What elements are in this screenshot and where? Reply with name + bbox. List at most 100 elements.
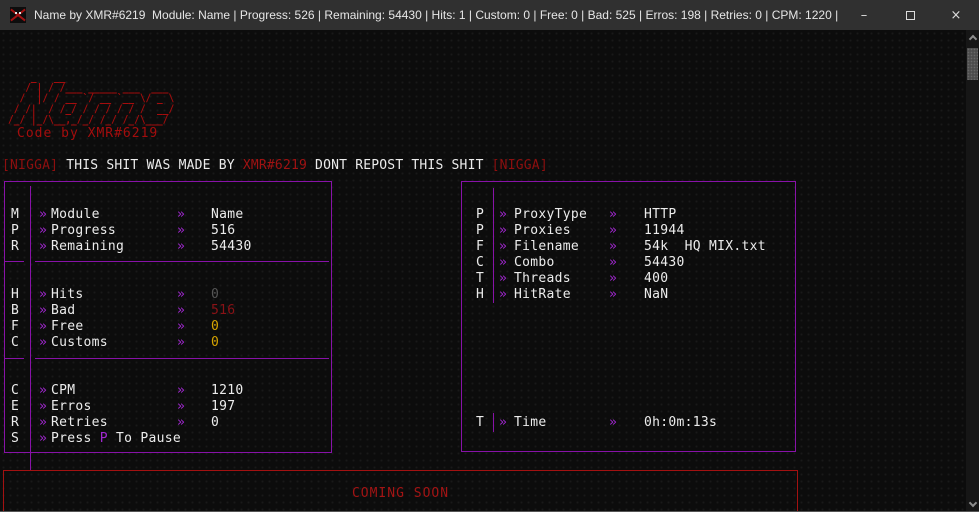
row-label: Erros: [51, 399, 92, 414]
config-row-threads: T » Threads » 400: [462, 271, 795, 287]
row-letter: C: [11, 335, 20, 350]
close-button[interactable]: ×: [933, 0, 979, 30]
scrollbar-thumb[interactable]: [967, 48, 978, 80]
left-panel-divider: [30, 186, 31, 470]
row-label: Retries: [51, 415, 108, 430]
stat-row-remaining: R » Remaining » 54430: [5, 239, 331, 255]
chevron-down-icon: [968, 498, 977, 508]
row-value: 1210: [211, 383, 244, 398]
row-letter: H: [11, 287, 20, 302]
row-label: Customs: [51, 335, 108, 350]
banner-text-2: DONT REPOST THIS SHIT: [307, 158, 492, 173]
row-label: Module: [51, 207, 100, 222]
chevron-icon: »: [39, 399, 48, 414]
console-body: _ __ / | / /___ _____ ___ ___ / |/ / __ …: [0, 30, 979, 511]
chevron-icon: »: [499, 223, 508, 238]
chevron-icon: »: [499, 415, 508, 430]
right-config-panel: P » ProxyType » HTTP P » Proxies » 11944…: [461, 181, 796, 452]
maximize-icon: [905, 10, 915, 20]
ascii-logo: _ __ / | / /___ _____ ___ ___ / |/ / __ …: [8, 71, 175, 126]
row-label: Remaining: [51, 239, 125, 254]
chevron-icon: »: [499, 271, 508, 286]
chevron-icon: »: [177, 335, 186, 350]
time-row: T » Time » 0h:0m:13s: [462, 415, 795, 431]
banner-line: [NIGGA] THIS SHIT WAS MADE BY XMR#6219 D…: [2, 158, 548, 173]
time-row-divider: [493, 413, 494, 432]
right-panel-divider: [493, 188, 494, 303]
separator: [35, 261, 329, 262]
stat-row-bad: B » Bad » 516: [5, 303, 331, 319]
row-letter: H: [476, 287, 485, 302]
chevron-up-icon: [968, 34, 977, 44]
row-letter: T: [476, 415, 485, 430]
chevron-icon: »: [177, 303, 186, 318]
config-row-filename: F » Filename » 54k HQ MIX.txt: [462, 239, 795, 255]
row-label: Proxies: [514, 223, 571, 238]
chevron-icon: »: [499, 287, 508, 302]
stat-row-hits: H » Hits » 0: [5, 287, 331, 303]
row-value: 11944: [644, 223, 685, 238]
row-label: Time: [514, 415, 547, 430]
scroll-up-button[interactable]: [966, 30, 979, 45]
row-letter: R: [11, 415, 20, 430]
row-letter: S: [11, 431, 20, 446]
row-value: 54430: [644, 255, 685, 270]
row-value: NaN: [644, 287, 669, 302]
chevron-icon: »: [609, 415, 618, 430]
row-letter: P: [11, 223, 20, 238]
stat-row-progress: P » Progress » 516: [5, 223, 331, 239]
row-label: ProxyType: [514, 207, 588, 222]
chevron-icon: »: [177, 415, 186, 430]
row-value: 54430: [211, 239, 252, 254]
chevron-icon: »: [499, 239, 508, 254]
pause-key: P: [99, 431, 108, 446]
pause-hint-row: S » Press P To Pause: [5, 431, 331, 447]
stat-row-free: F » Free » 0: [5, 319, 331, 335]
chevron-icon: »: [39, 335, 48, 350]
separator: [35, 358, 329, 359]
config-row-proxies: P » Proxies » 11944: [462, 223, 795, 239]
row-letter: C: [476, 255, 485, 270]
stat-row-cpm: C » CPM » 1210: [5, 383, 331, 399]
row-value: 0h:0m:13s: [644, 415, 718, 430]
banner-tag-right: [NIGGA]: [491, 158, 548, 173]
chevron-icon: »: [177, 319, 186, 334]
chevron-icon: »: [39, 431, 48, 446]
chevron-icon: »: [177, 383, 186, 398]
row-label: Combo: [514, 255, 555, 270]
vertical-scrollbar[interactable]: [966, 30, 979, 511]
chevron-icon: »: [39, 303, 48, 318]
chevron-icon: »: [39, 383, 48, 398]
row-label: Filename: [514, 239, 580, 254]
stat-row-customs: C » Customs » 0: [5, 335, 331, 351]
row-value: 0: [211, 415, 220, 430]
separator: [4, 358, 24, 359]
app-icon: [10, 7, 26, 23]
chevron-icon: »: [177, 207, 186, 222]
coming-soon-text: COMING SOON: [351, 486, 450, 501]
row-label: Bad: [51, 303, 76, 318]
minimize-icon: –: [860, 7, 868, 23]
minimize-button[interactable]: –: [841, 0, 887, 30]
config-row-proxytype: P » ProxyType » HTTP: [462, 207, 795, 223]
maximize-button[interactable]: [887, 0, 933, 30]
titlebar[interactable]: Name by XMR#6219 Module: Name | Progress…: [0, 0, 979, 30]
chevron-icon: »: [499, 255, 508, 270]
row-value: 516: [211, 223, 236, 238]
chevron-icon: »: [39, 239, 48, 254]
window-title: Name by XMR#6219 Module: Name | Progress…: [34, 8, 841, 22]
row-value: 54k HQ MIX.txt: [644, 239, 766, 254]
scroll-down-button[interactable]: [966, 497, 979, 511]
logo-subtitle: Code by XMR#6219: [17, 126, 159, 141]
row-letter: P: [476, 207, 485, 222]
chevron-icon: »: [609, 255, 618, 270]
chevron-icon: »: [177, 239, 186, 254]
row-value: HTTP: [644, 207, 677, 222]
row-letter: C: [11, 383, 20, 398]
chevron-icon: »: [609, 239, 618, 254]
row-letter: R: [11, 239, 20, 254]
chevron-icon: »: [39, 207, 48, 222]
chevron-icon: »: [609, 223, 618, 238]
pause-hint-text: Press P To Pause: [51, 431, 181, 446]
